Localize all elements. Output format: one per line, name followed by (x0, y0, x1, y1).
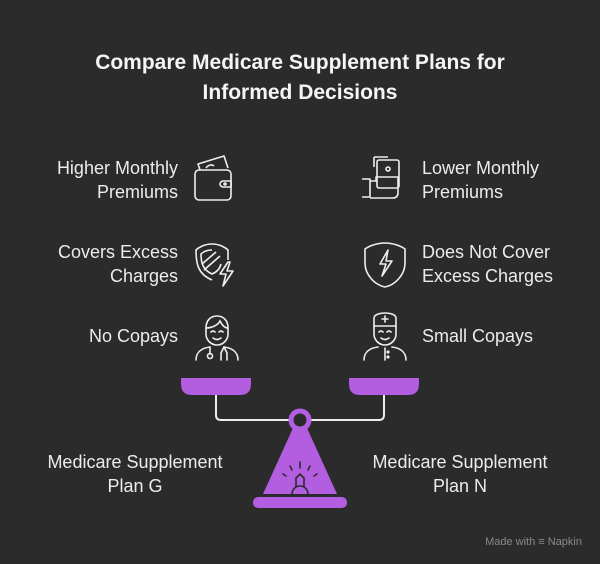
page-title: Compare Medicare Supplement Plans for In… (95, 51, 505, 104)
doctor-icon (195, 315, 239, 361)
footer-attribution: Made with ≡ Napkin (485, 536, 582, 548)
left-item-copays: No Copays (88, 326, 178, 346)
shield-bolt-icon (364, 242, 406, 288)
scale-stand (263, 428, 337, 494)
shield-lightning-icon (195, 243, 234, 287)
right-pan (349, 378, 419, 395)
hand-money-icon (362, 156, 400, 199)
scale-beam (215, 395, 385, 421)
scale-base (253, 497, 347, 508)
napkin-logo-icon: ≡ (538, 536, 545, 548)
right-item-copays: Small Copays (422, 326, 534, 346)
wallet-icon (194, 155, 232, 201)
left-pan (181, 378, 251, 395)
nurse-icon (363, 312, 407, 361)
scale-pivot (288, 408, 312, 432)
alarm-light-icon (282, 461, 318, 495)
